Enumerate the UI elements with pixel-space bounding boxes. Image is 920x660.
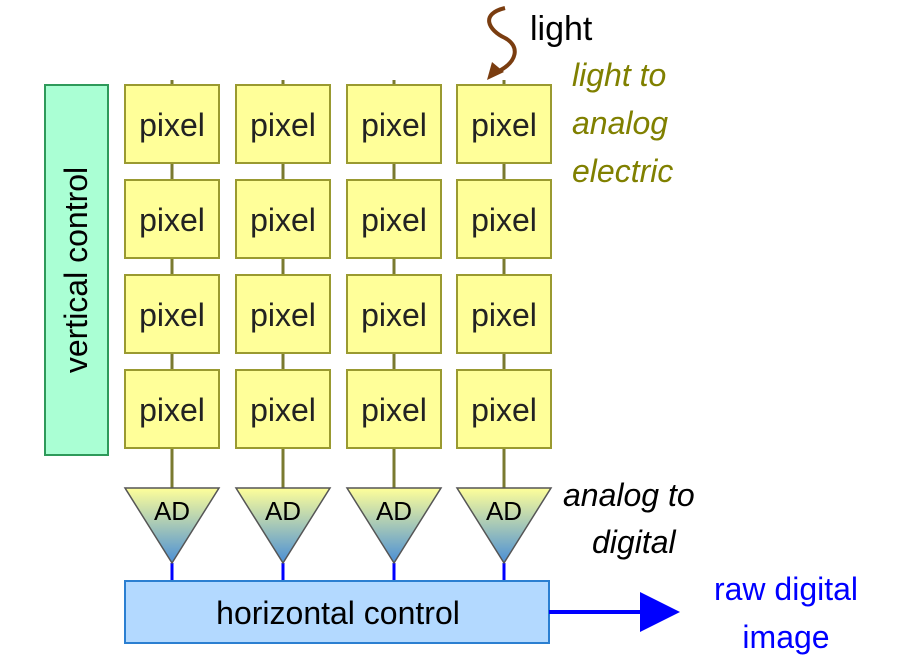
light-label: light (530, 10, 593, 48)
pixel-cell: pixel (346, 84, 442, 164)
pixel-cell: pixel (235, 179, 331, 259)
pixel-label: pixel (250, 202, 316, 238)
pixel-cell: pixel (456, 179, 552, 259)
ad-converter-row: AD AD AD AD (123, 487, 553, 565)
ad-converter: AD (234, 487, 332, 565)
ad-converter: AD (345, 487, 443, 565)
pixel-cell: pixel (346, 274, 442, 354)
pixel-grid: pixel pixel pixel pixel pixel pixel pixel pixel… (124, 84, 552, 449)
pixel-label: pixel (471, 392, 537, 428)
pixel-cell: pixel (456, 84, 552, 164)
pixel-label: pixel (471, 107, 537, 143)
ad-converter: AD (455, 487, 553, 565)
pixel-cell: pixel (124, 84, 220, 164)
raw-output-line-1: raw digital (714, 571, 858, 607)
pixel-cell: pixel (124, 179, 220, 259)
pixel-label: pixel (471, 202, 537, 238)
light-arrow-icon (487, 6, 517, 80)
pixel-cell: pixel (235, 274, 331, 354)
pixel-label: pixel (139, 392, 205, 428)
ad-label: AD (265, 496, 301, 526)
light-to-analog-line-2: analog (572, 105, 668, 141)
light-to-analog-line-1: light to (572, 57, 666, 93)
pixel-label: pixel (139, 297, 205, 333)
pixel-label: pixel (139, 107, 205, 143)
light-to-analog-annotation: light to analog electric (572, 57, 673, 189)
pixel-label: pixel (361, 297, 427, 333)
pixel-cell: pixel (235, 369, 331, 449)
pixel-cell: pixel (456, 274, 552, 354)
pixel-label: pixel (361, 107, 427, 143)
horizontal-control-label: horizontal control (216, 595, 460, 631)
pixel-label: pixel (139, 202, 205, 238)
pixel-cell: pixel (346, 369, 442, 449)
vertical-control-label: vertical control (58, 167, 94, 373)
pixel-cell: pixel (124, 274, 220, 354)
vertical-control-block: vertical control (44, 84, 109, 456)
raw-output-line-2: image (742, 619, 829, 655)
pixel-label: pixel (250, 392, 316, 428)
analog-to-digital-line-2: digital (592, 524, 677, 560)
ad-converter: AD (123, 487, 221, 565)
ad-label: AD (376, 496, 412, 526)
ad-label: AD (154, 496, 190, 526)
pixel-cell: pixel (124, 369, 220, 449)
raw-output-annotation: raw digital image (714, 571, 858, 655)
pixel-label: pixel (250, 297, 316, 333)
pixel-label: pixel (361, 202, 427, 238)
horizontal-control-block: horizontal control (124, 580, 550, 644)
pixel-label: pixel (250, 107, 316, 143)
ad-label: AD (486, 496, 522, 526)
pixel-label: pixel (361, 392, 427, 428)
column-wires (170, 80, 506, 581)
analog-to-digital-line-1: analog to (563, 477, 695, 513)
pixel-cell: pixel (346, 179, 442, 259)
analog-to-digital-annotation: analog to digital (563, 477, 695, 560)
light-to-analog-line-3: electric (572, 153, 673, 189)
pixel-label: pixel (471, 297, 537, 333)
pixel-cell: pixel (456, 369, 552, 449)
pixel-cell: pixel (235, 84, 331, 164)
